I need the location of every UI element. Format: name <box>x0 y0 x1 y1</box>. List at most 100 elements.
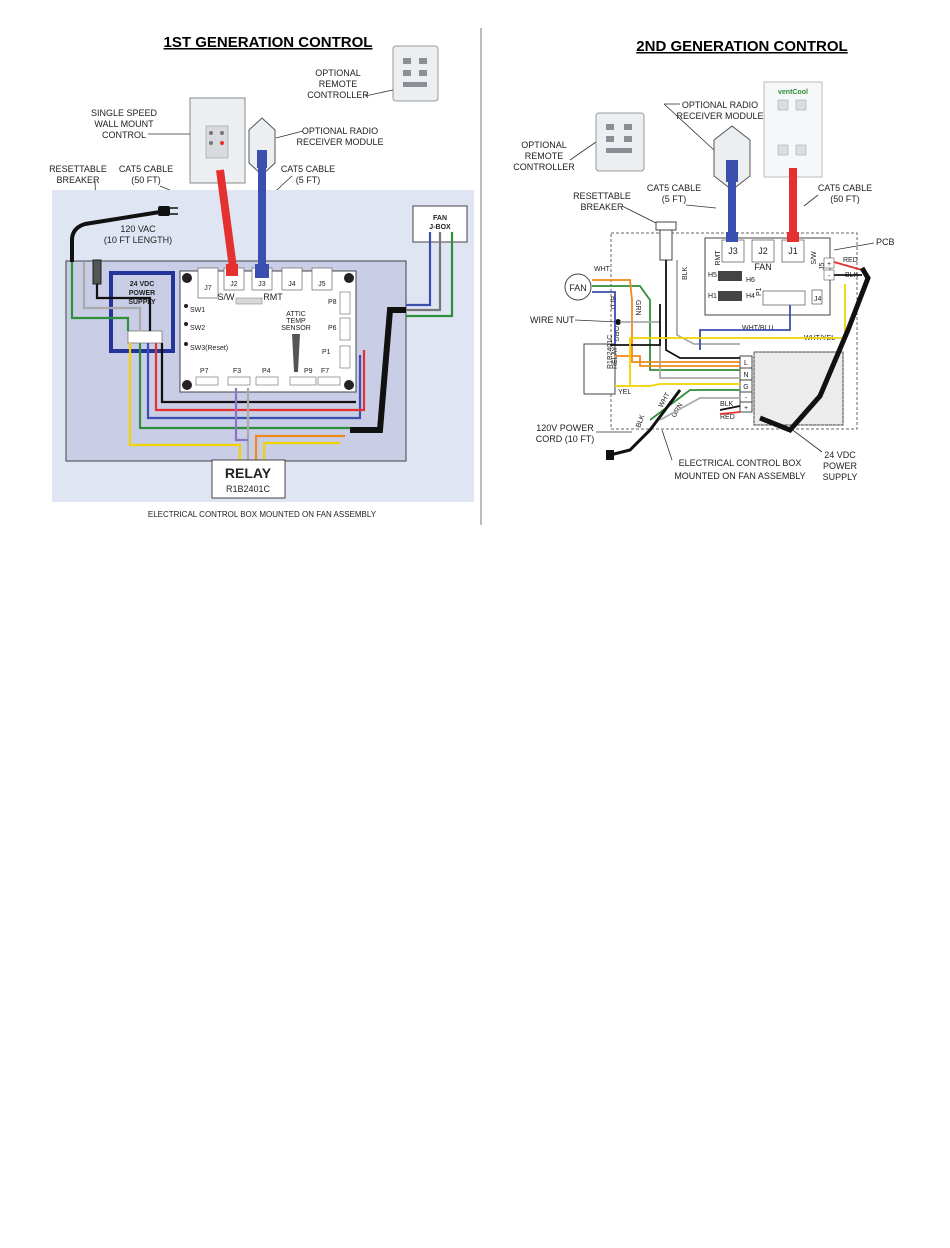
svg-text:BLK: BLK <box>720 401 734 408</box>
svg-text:J4: J4 <box>288 281 296 288</box>
svg-text:J2: J2 <box>758 246 768 256</box>
svg-text:R1B2401C: R1B2401C <box>226 484 271 494</box>
svg-text:P7: P7 <box>200 368 209 375</box>
svg-text:24 VDC: 24 VDC <box>824 450 856 460</box>
svg-text:BREAKER: BREAKER <box>580 202 624 212</box>
gen2-relay: R1B2401C RELAY <box>583 335 619 395</box>
svg-text:RESETTABLE: RESETTABLE <box>49 164 107 174</box>
svg-text:CAT5 CABLE: CAT5 CABLE <box>281 164 335 174</box>
brand-logo: ventCool <box>778 89 808 96</box>
gen1-relay: RELAY R1B2401C <box>211 459 286 499</box>
svg-text:R1B2401C: R1B2401C <box>607 335 614 369</box>
gen2-breaker <box>655 221 677 261</box>
gen2-wire-nut-label: WIRE NUT <box>530 315 621 325</box>
svg-text:+: + <box>827 261 831 268</box>
gen1-wall-control-label: SINGLE SPEED WALL MOUNT CONTROL <box>91 108 190 140</box>
svg-text:OPTIONAL RADIO: OPTIONAL RADIO <box>302 126 378 136</box>
svg-text:24 VDC: 24 VDC <box>130 281 155 288</box>
gen1-cat5-red-cable <box>216 169 237 269</box>
gen1-radio-receiver <box>248 117 276 176</box>
svg-text:J4: J4 <box>814 296 822 303</box>
gen2-line-cord <box>609 389 682 457</box>
gen1-wires <box>70 232 454 460</box>
gen1-remote-label: OPTIONAL REMOTE CONTROLLER <box>307 68 394 100</box>
svg-text:GRN: GRN <box>634 300 641 316</box>
gen2-pcb-label: PCB <box>833 237 895 251</box>
svg-text:P9: P9 <box>304 368 313 375</box>
svg-text:WHT: WHT <box>594 266 611 273</box>
gen2-control-box-label: ELECTRICAL CONTROL BOX MOUNTED ON FAN AS… <box>661 429 806 481</box>
svg-text:WHT/BLU: WHT/BLU <box>742 325 774 332</box>
svg-text:BLK: BLK <box>682 266 689 280</box>
svg-text:CAT5 CABLE: CAT5 CABLE <box>818 183 872 193</box>
svg-text:J-BOX: J-BOX <box>429 224 451 231</box>
gen1-diagram: 1ST GENERATION CONTROL OPTIONAL REMOTE C… <box>49 34 474 519</box>
svg-text:SW1: SW1 <box>190 307 205 314</box>
gen1-remote-controller <box>392 45 439 102</box>
svg-text:H6: H6 <box>746 277 755 284</box>
svg-text:BLU: BLU <box>609 296 616 310</box>
gen2-wall-control: ventCool <box>763 81 823 178</box>
svg-text:RECEIVER MODULE: RECEIVER MODULE <box>296 137 383 147</box>
svg-text:(50 FT): (50 FT) <box>830 194 860 204</box>
svg-text:OPTIONAL: OPTIONAL <box>315 68 361 78</box>
svg-text:F3: F3 <box>233 368 241 375</box>
svg-text:RELAY: RELAY <box>612 346 619 369</box>
svg-text:CAT5 CABLE: CAT5 CABLE <box>119 164 173 174</box>
svg-text:-: - <box>745 395 748 402</box>
svg-text:RMT: RMT <box>263 292 283 302</box>
svg-text:RELAY: RELAY <box>225 465 272 481</box>
gen2-remote-label: OPTIONAL REMOTE CONTROLLER <box>513 140 597 172</box>
svg-text:CAT5 CABLE: CAT5 CABLE <box>647 183 701 193</box>
svg-text:G: G <box>743 384 748 391</box>
svg-text:CONTROL: CONTROL <box>102 130 146 140</box>
gen1-breaker <box>92 259 102 285</box>
svg-text:ATTIC: ATTIC <box>286 311 306 318</box>
svg-text:ELECTRICAL CONTROL BOX: ELECTRICAL CONTROL BOX <box>679 458 802 468</box>
gen2-radio-label: OPTIONAL RADIO RECEIVER MODULE <box>663 100 764 151</box>
svg-text:J1: J1 <box>788 246 798 256</box>
gen2-diagram: 2ND GENERATION CONTROL OPTIONAL RADIO RE… <box>513 38 894 482</box>
svg-text:F7: F7 <box>321 368 329 375</box>
svg-text:CONTROLLER: CONTROLLER <box>513 162 575 172</box>
svg-text:H5: H5 <box>708 272 717 279</box>
gen2-radio-receiver <box>713 125 751 191</box>
svg-text:YEL: YEL <box>618 389 631 396</box>
svg-text:CONTROLLER: CONTROLLER <box>307 90 369 100</box>
svg-text:H1: H1 <box>708 293 717 300</box>
svg-text:(10 FT LENGTH): (10 FT LENGTH) <box>104 235 172 245</box>
svg-text:J3: J3 <box>728 246 738 256</box>
svg-text:WHT: WHT <box>658 391 672 409</box>
gen2-title: 2ND GENERATION CONTROL <box>636 38 847 55</box>
svg-text:S/W: S/W <box>218 292 236 302</box>
svg-text:RECEIVER MODULE: RECEIVER MODULE <box>676 111 763 121</box>
svg-text:SW2: SW2 <box>190 325 205 332</box>
gen2-wire-labels: WHT GRN BLK BLU ORG YEL WHT/BLU WHT/YEL … <box>594 257 859 429</box>
svg-text:SW3(Reset): SW3(Reset) <box>190 345 228 352</box>
gen2-wires <box>592 260 863 421</box>
svg-text:WIRE NUT: WIRE NUT <box>530 315 575 325</box>
svg-text:RED: RED <box>843 257 858 264</box>
gen2-breaker-label: RESETTABLE BREAKER <box>573 191 663 227</box>
svg-text:RESETTABLE: RESETTABLE <box>573 191 631 201</box>
gen2-power-cord-label: 120V POWER CORD (10 FT) <box>536 423 632 444</box>
svg-text:(5 FT): (5 FT) <box>662 194 687 204</box>
svg-text:(5 FT): (5 FT) <box>296 175 321 185</box>
svg-text:J5: J5 <box>819 263 826 271</box>
svg-text:FAN: FAN <box>569 283 587 293</box>
svg-text:BLK: BLK <box>635 414 646 429</box>
svg-text:S/W: S/W <box>811 251 818 265</box>
gen2-power-supply: L N G - + <box>739 351 844 426</box>
svg-text:TEMP: TEMP <box>286 318 306 325</box>
svg-text:J7: J7 <box>204 285 212 292</box>
gen2-pcb: J3 J2 J1 RMT S/W FAN H5 H6 H1 H4 P1 J4 J… <box>704 237 835 316</box>
svg-text:+: + <box>744 405 748 412</box>
gen1-vac-label: 120 VAC (10 FT LENGTH) <box>104 224 172 245</box>
svg-text:J2: J2 <box>230 281 238 288</box>
svg-text:120 VAC: 120 VAC <box>120 224 156 234</box>
svg-text:N: N <box>743 372 748 379</box>
gen1-power-supply: 24 VDC POWER SUPPLY <box>109 271 175 353</box>
svg-text:P8: P8 <box>328 299 337 306</box>
gen1-power-plug <box>70 206 178 262</box>
